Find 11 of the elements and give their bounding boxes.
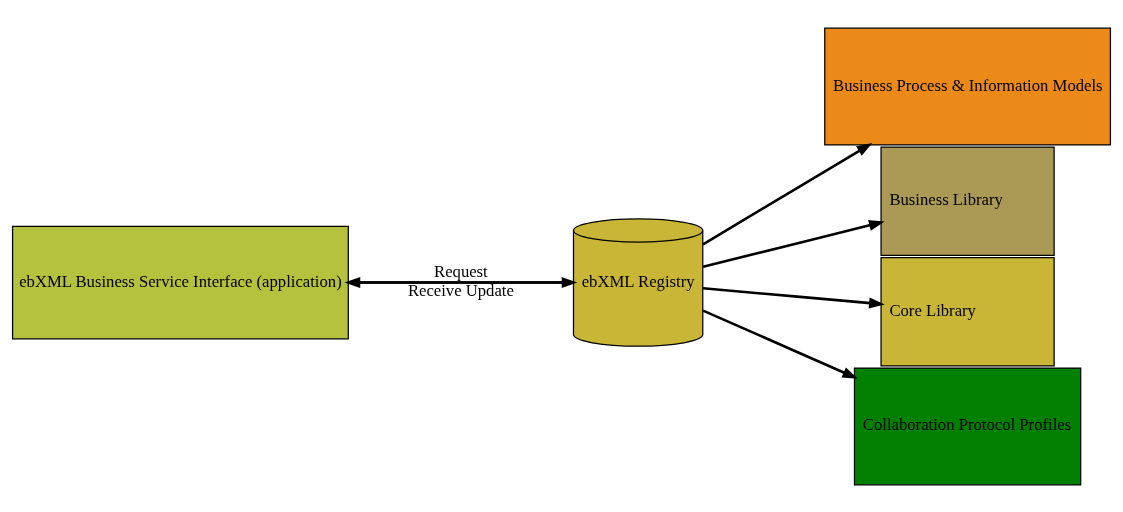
node-box: Core Library — [880, 256, 1055, 367]
arrow — [702, 142, 873, 245]
edge-label: Request — [434, 261, 488, 281]
arrow — [702, 286, 885, 309]
edge-label: Receive Update — [407, 280, 514, 300]
arrow — [702, 219, 885, 268]
node-box: Business Process & Information Models — [824, 27, 1112, 146]
node-box: ebXML Business Service Interface (application) — [11, 225, 349, 339]
node-box: Business Library — [880, 145, 1055, 256]
arrow — [702, 308, 859, 379]
node-box: Collaboration Protocol Profiles — [853, 366, 1082, 485]
